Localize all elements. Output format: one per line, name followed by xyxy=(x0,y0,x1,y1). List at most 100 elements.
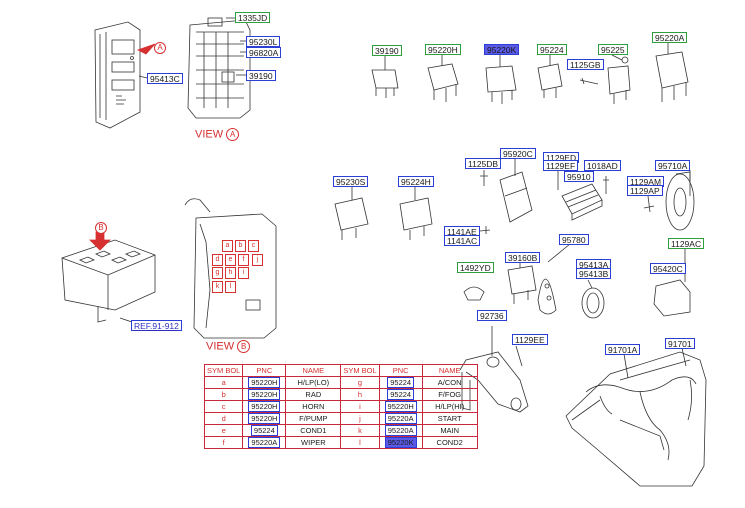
pnc-95413c[interactable]: 95413C xyxy=(147,73,183,84)
pnc-95413b[interactable]: 95413B xyxy=(576,268,612,279)
name-cell: H/LP(LO) xyxy=(285,376,342,389)
pnc-95920c[interactable]: 95920C xyxy=(500,148,536,159)
pnc-cell: 95220H xyxy=(242,412,287,425)
symbol-cell: f xyxy=(203,436,244,449)
pnc-cell: 95220A xyxy=(378,412,423,425)
pnc-39190-relay[interactable]: 39190 xyxy=(372,45,402,56)
pnc-95710a[interactable]: 95710A xyxy=(655,160,691,171)
relay-box-drawing xyxy=(61,239,156,323)
fuse-slot-h: h xyxy=(225,267,236,279)
pnc-95220h[interactable]: 95220H xyxy=(425,44,461,55)
symbol-cell: k xyxy=(340,424,380,437)
view-b-text: VIEW xyxy=(206,340,235,353)
pnc-link[interactable]: 95220A xyxy=(248,437,281,448)
name-cell: COND2 xyxy=(421,436,478,449)
pnc-91701[interactable]: 91701 xyxy=(665,338,695,349)
pnc-link[interactable]: 95220A xyxy=(384,425,417,436)
pnc-cell: 95224 xyxy=(378,376,423,389)
symbol-cell: j xyxy=(340,412,380,425)
screw-1125gb xyxy=(579,77,599,85)
fuse-slot-d: d xyxy=(212,254,223,266)
pnc-cell: 95220H xyxy=(242,400,287,413)
pnc-link[interactable]: 95220H xyxy=(384,401,417,412)
name-cell: HORN xyxy=(285,400,342,413)
header-symbol-2: SYM BOL xyxy=(340,364,380,377)
symbol-cell: c xyxy=(203,400,244,413)
name-cell: MAIN xyxy=(421,424,478,437)
symbol-cell: g xyxy=(340,376,380,389)
marker-a: A xyxy=(154,42,166,54)
header-name-2: NAME xyxy=(421,364,478,377)
name-cell: H/LP(HI) xyxy=(421,400,478,413)
pnc-link[interactable]: 95220K xyxy=(384,437,417,448)
pnc-95220a[interactable]: 95220A xyxy=(652,32,688,43)
name-cell: F/PUMP xyxy=(285,412,342,425)
pnc-1129ap[interactable]: 1129AP xyxy=(627,185,663,196)
pnc-cell: 95220K xyxy=(378,436,423,449)
pnc-cell: 95220A xyxy=(378,424,423,437)
pnc-91701a[interactable]: 91701A xyxy=(605,344,641,355)
fuse-box-drawing xyxy=(184,198,277,339)
pnc-link[interactable]: 95220H xyxy=(248,389,281,400)
pnc-95420c[interactable]: 95420C xyxy=(650,263,686,274)
header-name: NAME xyxy=(285,364,342,377)
fuse-slot-b: b xyxy=(235,240,246,252)
symbol-cell: b xyxy=(203,388,244,401)
pnc-link[interactable]: 95224 xyxy=(387,377,415,388)
pnc-95225[interactable]: 95225 xyxy=(598,44,628,55)
module-95420c-drawing xyxy=(653,248,691,317)
pnc-1492yd[interactable]: 1492YD xyxy=(457,262,494,273)
ring-95413a-drawing xyxy=(581,279,605,319)
junction-box-front-drawing xyxy=(187,17,251,119)
pnc-link[interactable]: 95224 xyxy=(387,389,415,400)
pnc-95224h[interactable]: 95224H xyxy=(398,176,434,187)
relay-95220k-drawing xyxy=(485,55,517,104)
header-pnc-2: PNC xyxy=(378,364,423,377)
pnc-link[interactable]: 95220H xyxy=(248,413,281,424)
pnc-cell: 95220H xyxy=(242,376,287,389)
relay-39190-drawing xyxy=(371,55,399,98)
pnc-link[interactable]: 95224 xyxy=(250,425,278,436)
pnc-cell: 95224 xyxy=(242,424,287,437)
name-cell: WIPER xyxy=(285,436,342,449)
pnc-92736[interactable]: 92736 xyxy=(477,310,507,321)
symbol-cell: d xyxy=(203,412,244,425)
pnc-1129ee[interactable]: 1129EE xyxy=(512,334,548,345)
fuse-slot-e: e xyxy=(225,254,236,266)
pnc-1129ac[interactable]: 1129AC xyxy=(668,238,705,249)
symbol-cell: a xyxy=(203,376,244,389)
pnc-1129ef[interactable]: 1129EF xyxy=(543,160,579,171)
pnc-1018ad[interactable]: 1018AD xyxy=(584,160,621,171)
pnc-95910[interactable]: 95910 xyxy=(564,171,594,182)
pnc-96820a[interactable]: 96820A xyxy=(246,47,282,58)
screw-1018ad xyxy=(603,176,609,194)
pnc-link[interactable]: 95220A xyxy=(384,413,417,424)
name-cell: A/CON xyxy=(421,376,478,389)
pnc-1125gb[interactable]: 1125GB xyxy=(567,59,604,70)
pnc-1335jd[interactable]: 1335JD xyxy=(235,12,271,23)
relay-95230s-drawing xyxy=(334,186,369,240)
pnc-95780[interactable]: 95780 xyxy=(559,234,589,245)
fuse-slot-g: g xyxy=(212,267,223,279)
pnc-95224[interactable]: 95224 xyxy=(537,44,567,55)
pnc-1125db[interactable]: 1125DB xyxy=(465,158,502,169)
relay-95225-drawing xyxy=(607,54,631,104)
relay-95224h-drawing xyxy=(399,186,433,240)
pnc-95230l[interactable]: 95230L xyxy=(246,36,281,47)
junction-box-side-drawing xyxy=(94,21,141,129)
pnc-1141ac[interactable]: 1141AC xyxy=(444,235,481,246)
pnc-39190[interactable]: 39190 xyxy=(246,70,276,81)
name-cell: RAD xyxy=(285,388,342,401)
pnc-link[interactable]: 95220H xyxy=(248,401,281,412)
pnc-95220k[interactable]: 95220K xyxy=(484,44,520,55)
ref-link[interactable]: REF.91-912 xyxy=(131,320,182,331)
pnc-39160b[interactable]: 39160B xyxy=(505,252,541,263)
pnc-95230s[interactable]: 95230S xyxy=(333,176,369,187)
pnc-link[interactable]: 95220H xyxy=(248,377,281,388)
view-a-text: VIEW xyxy=(195,128,224,141)
